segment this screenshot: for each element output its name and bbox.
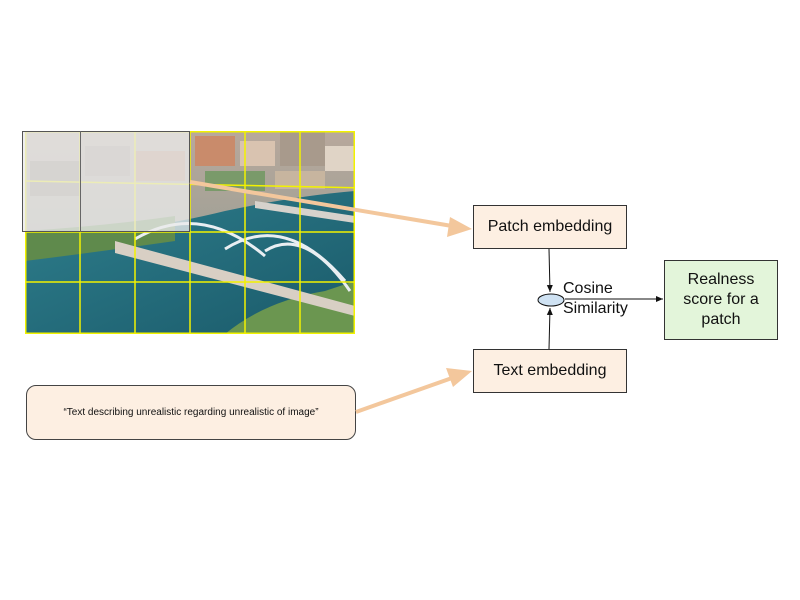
prompt-to-embedding-arrow <box>355 368 472 414</box>
text-embedding-box: Text embedding <box>473 349 627 393</box>
cosine-similarity-node <box>537 293 565 307</box>
cosine-label-line1: Cosine <box>563 280 613 297</box>
patch-to-similarity-arrow <box>546 248 553 293</box>
patch-grid <box>25 131 355 334</box>
realness-score-box: Realness score for a patch <box>664 260 778 340</box>
patch-embedding-label: Patch embedding <box>487 218 613 235</box>
selected-patch-highlight <box>22 131 190 232</box>
text-embedding-label: Text embedding <box>493 362 607 379</box>
selected-patch-divider <box>80 131 81 232</box>
realness-score-label: Realness score for a patch <box>683 271 759 328</box>
text-prompt-label: “Text describing unrealistic regarding u… <box>63 407 319 418</box>
cosine-label-line2: Similarity <box>563 300 628 317</box>
patch-embedding-box: Patch embedding <box>473 205 627 249</box>
cosine-similarity-label: Cosine Similarity <box>563 279 628 319</box>
text-prompt-box: “Text describing unrealistic regarding u… <box>26 385 356 440</box>
text-to-similarity-arrow <box>546 307 553 350</box>
